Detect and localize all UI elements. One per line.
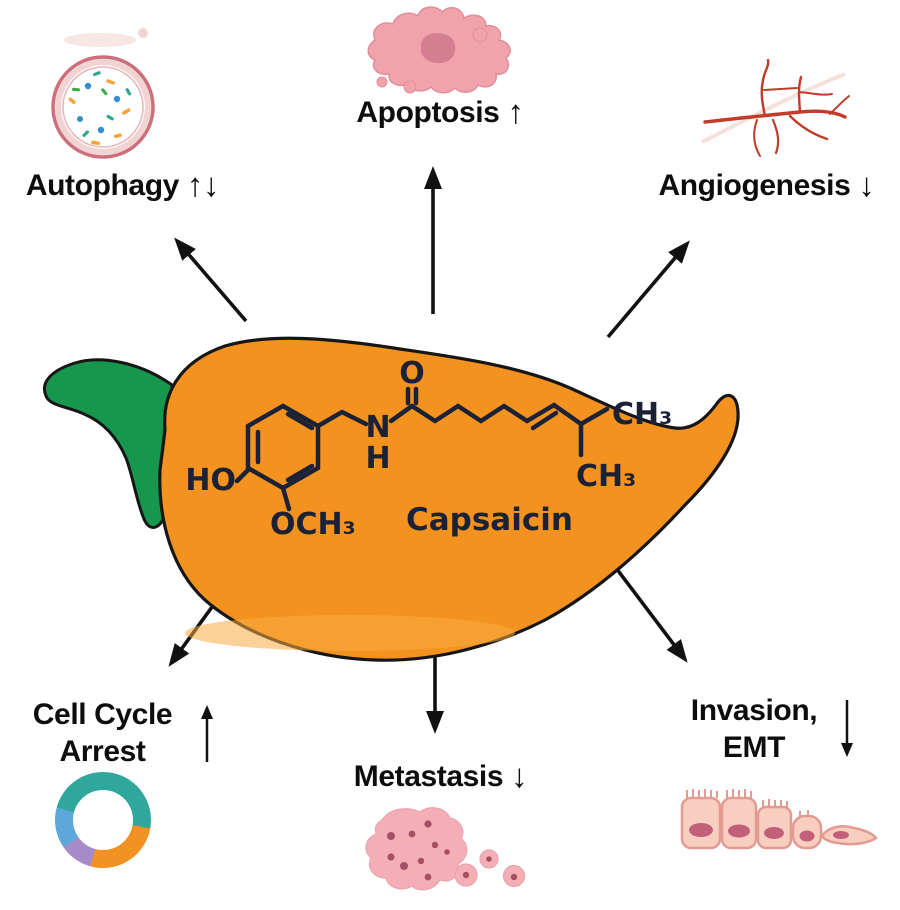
emt-cells-icon (680, 789, 878, 850)
cell-cycle-ring-icon (55, 772, 151, 868)
cilia (686, 789, 809, 816)
label-apoptosis-text: Apoptosis (356, 96, 500, 129)
label-apoptosis: Apoptosis ↑ (325, 93, 555, 131)
capsaicin-structure (234, 386, 610, 512)
atom-label-ch3-top: CH₃ (612, 397, 672, 432)
label-cell-cycle-line2: Arrest (59, 735, 146, 768)
atom-label-ch3-bottom: CH₃ (576, 459, 636, 494)
angiogenesis-direction-arrow: ↓ (858, 166, 875, 203)
label-cell-cycle-line1: Cell Cycle (32, 698, 173, 731)
cell-bodies (680, 796, 878, 850)
vesicle-contents (68, 71, 132, 146)
label-autophagy-text: Autophagy (25, 169, 179, 202)
tumor-spread-icon (365, 807, 526, 891)
atom-label-och3: OCH₃ (270, 507, 356, 542)
label-angiogenesis: Angiogenesis ↓ (633, 166, 900, 204)
autophagosome-icon (51, 28, 155, 159)
label-metastasis: Metastasis ↓ (318, 757, 563, 795)
label-metastasis-text: Metastasis (353, 760, 504, 793)
arrow-to-invasion-emt (608, 558, 688, 663)
compound-name-label: Capsaicin (406, 502, 573, 538)
blood-vessels-icon (701, 58, 850, 157)
atom-label-h: H (365, 441, 390, 476)
chili-pepper-illustration: HO OCH₃ N H O CH₃ CH₃ Capsaicin (43, 336, 740, 662)
cell-nuclei (689, 823, 849, 842)
pepper-body (158, 336, 740, 662)
apoptotic-nucleus (421, 32, 456, 64)
vessel-branches (703, 58, 850, 157)
label-autophagy: Autophagy ↑↓ (0, 166, 245, 204)
apoptotic-cell-icon (367, 6, 511, 94)
atom-label-ho: HO (185, 463, 236, 498)
arrow-to-autophagy (174, 237, 248, 323)
pepper-highlight (185, 615, 515, 651)
arrow-to-angiogenesis (606, 240, 690, 339)
label-invasion-emt: Invasion, EMT (668, 692, 840, 766)
atom-label-n: N (365, 410, 390, 445)
label-invasion-line1: Invasion, (690, 694, 818, 727)
atom-label-o: O (399, 356, 425, 391)
apoptosis-direction-arrow: ↑ (507, 93, 524, 130)
tumor-spots (387, 820, 450, 881)
pepper-stem (43, 358, 175, 529)
structure-atom-labels: HO OCH₃ N H O CH₃ CH₃ Capsaicin (185, 356, 672, 542)
label-cell-cycle-arrest: Cell Cycle Arrest (10, 696, 195, 770)
cell-cycle-ring-hole (73, 790, 133, 850)
label-invasion-line2: EMT (722, 731, 786, 764)
label-angiogenesis-text: Angiogenesis (658, 169, 851, 202)
autophagy-direction-arrows: ↑↓ (186, 166, 220, 203)
metastasis-direction-arrow: ↓ (511, 757, 528, 794)
